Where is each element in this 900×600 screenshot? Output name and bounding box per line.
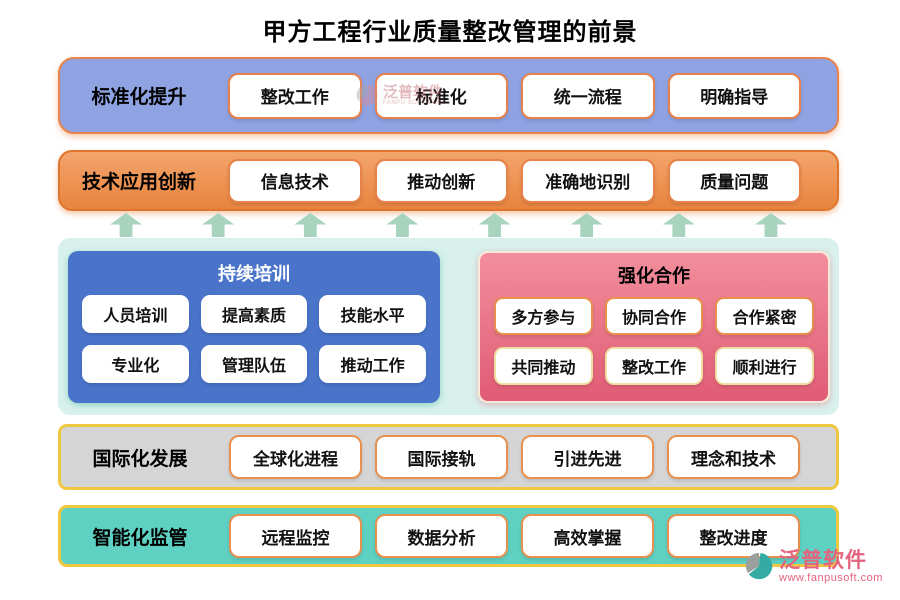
card-strengthen-cooperation: 强化合作 多方参与 协同合作 合作紧密 共同推动 整改工作 顺利进行 [478,251,830,403]
chip-multi-party-participation: 多方参与 [494,297,593,335]
up-arrow-icon [294,213,327,237]
chip-data-analysis: 数据分析 [375,514,508,558]
fanpu-logo-icon [745,552,773,580]
band-standardization-label: 标准化提升 [91,87,187,108]
chip-joint-promotion: 共同推动 [494,347,593,385]
chip-skill-level: 技能水平 [319,295,427,333]
band-intelligent-supervision-label: 智能化监管 [92,527,188,549]
up-arrow-icon [570,213,603,237]
page-title: 甲方工程行业质量整改管理的前景 [262,19,638,46]
chip-smooth-progress: 顺利进行 [715,347,815,385]
chip-concepts-and-technology: 理念和技术 [667,435,800,479]
chip-unified-process: 统一流程 [521,72,655,119]
band-standardization-chips: 整改工作 标准化 统一流程 明确指导 [228,72,801,119]
up-arrow-icon [386,213,419,237]
chip-accurate-identification: 准确地识别 [521,158,655,203]
chip-professionalization: 专业化 [82,345,189,383]
chip-rectification-work: 整改工作 [228,72,362,119]
chip-drive-innovation: 推动创新 [374,158,508,203]
band-intelligent-supervision: 智能化监管 远程监控 数据分析 高效掌握 整改进度 [58,505,839,567]
chip-rectification-work-2: 整改工作 [604,347,704,385]
chip-remote-monitoring: 远程监控 [229,514,362,558]
card-continuous-training-title: 持续培训 [218,264,290,284]
band-intelligent-supervision-chips: 远程监控 数据分析 高效掌握 整改进度 [229,514,800,558]
band-tech-innovation-label: 技术应用创新 [81,172,196,193]
middle-panel: 持续培训 人员培训 提高素质 技能水平 专业化 管理队伍 推动工作 强化合作 多… [58,238,839,415]
chip-efficient-grasp: 高效掌握 [521,514,654,558]
band-tech-innovation: 技术应用创新 信息技术 推动创新 准确地识别 质量问题 [58,150,839,211]
fanpu-logo-name: 泛普软件 [779,549,867,572]
chip-quality-issues: 质量问题 [667,158,801,203]
chip-management-team: 管理队伍 [200,345,308,383]
chip-globalization-process: 全球化进程 [229,435,362,479]
band-internationalization-label: 国际化发展 [92,448,188,470]
card-strengthen-cooperation-title: 强化合作 [618,266,690,286]
band-internationalization: 国际化发展 全球化进程 国际接轨 引进先进 理念和技术 [58,424,839,490]
fanpu-logo-website: www.fanpusoft.com [779,572,883,585]
up-arrows-row [58,213,839,237]
chip-personnel-training: 人员培训 [82,295,189,333]
chip-standardization: 标准化 [374,72,508,119]
chip-collaborative-cooperation: 协同合作 [604,297,704,335]
band-tech-innovation-chips: 信息技术 推动创新 准确地识别 质量问题 [228,158,801,203]
chip-close-cooperation: 合作紧密 [715,297,815,335]
up-arrow-icon [478,213,511,237]
up-arrow-icon [110,213,143,237]
card-continuous-training: 持续培训 人员培训 提高素质 技能水平 专业化 管理队伍 推动工作 [68,251,440,403]
fanpu-logo: 泛普软件 www.fanpusoft.com [744,549,883,584]
chip-rectification-progress: 整改进度 [667,514,800,558]
band-standardization: 标准化提升 整改工作 标准化 统一流程 明确指导 泛普软件 FANPU SOFT… [58,57,839,134]
chip-information-technology: 信息技术 [228,158,362,203]
up-arrow-icon [754,213,787,237]
up-arrow-icon [662,213,695,237]
up-arrow-icon [202,213,235,237]
band-internationalization-chips: 全球化进程 国际接轨 引进先进 理念和技术 [229,435,800,479]
chip-improve-quality: 提高素质 [200,295,308,333]
chip-introduce-advanced: 引进先进 [521,435,654,479]
chip-promote-work: 推动工作 [319,345,427,383]
chip-international-standards: 国际接轨 [375,435,508,479]
chip-clear-guidance: 明确指导 [667,72,801,119]
